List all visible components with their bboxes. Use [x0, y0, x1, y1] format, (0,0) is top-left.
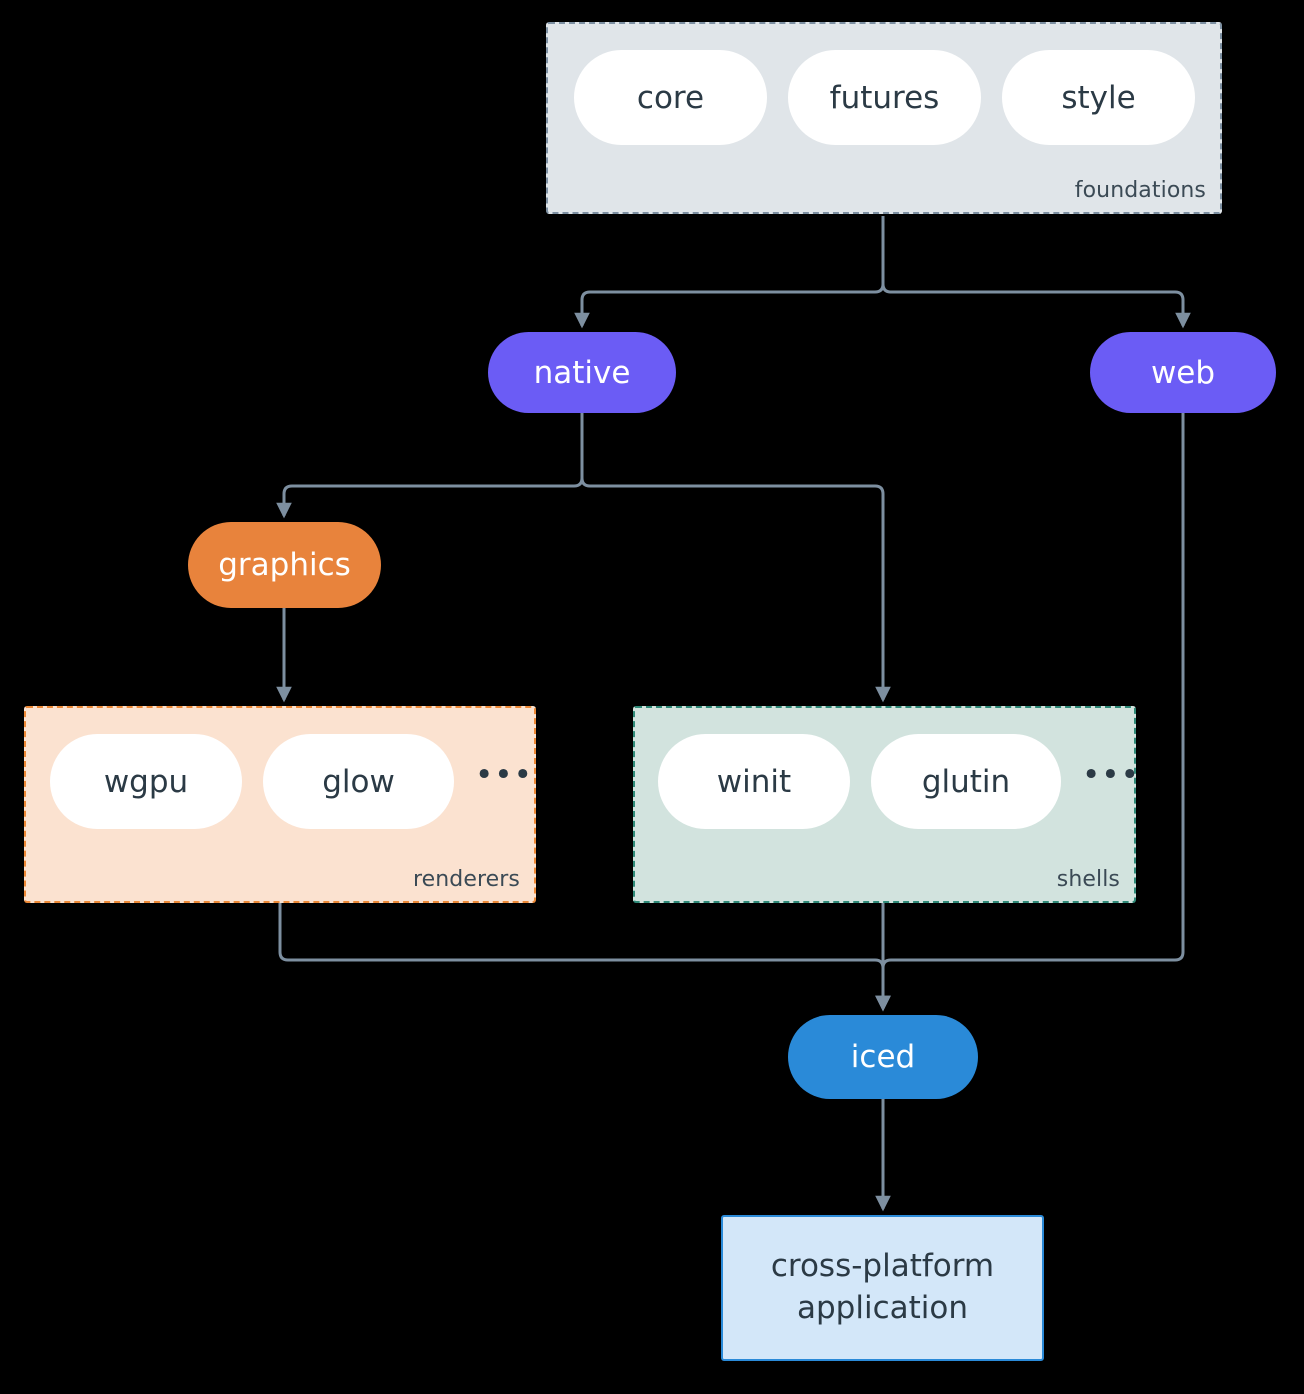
edge-foundations-web: [881, 216, 1191, 329]
app-label-line1: cross-platform: [770, 1248, 995, 1285]
renderers-item-glow[interactable]: glow: [263, 734, 454, 829]
foundations-item-core[interactable]: core: [574, 50, 767, 145]
renderers-more-ellipsis: •••: [475, 757, 533, 794]
group-foundations: core futures style foundations: [546, 22, 1222, 214]
edge-foundations-native: [574, 216, 885, 329]
group-renderers: wgpu glow ••• renderers: [24, 706, 536, 903]
edge-native-shells: [580, 413, 891, 703]
node-native[interactable]: native: [488, 332, 676, 413]
foundations-item-style[interactable]: style: [1002, 50, 1195, 145]
node-cross-platform-application[interactable]: cross-platform application: [721, 1215, 1044, 1361]
group-label-foundations: foundations: [1074, 178, 1206, 203]
renderers-item-row: wgpu glow •••: [50, 734, 533, 829]
edge-native-graphics: [276, 413, 584, 519]
group-label-shells: shells: [1056, 867, 1120, 892]
renderers-item-wgpu[interactable]: wgpu: [50, 734, 242, 829]
shells-more-ellipsis: •••: [1082, 757, 1140, 794]
group-shells: winit glutin ••• shells: [633, 706, 1139, 903]
node-iced[interactable]: iced: [788, 1015, 978, 1099]
edge-renderers-iced: [278, 903, 891, 1012]
group-label-renderers: renderers: [412, 867, 520, 892]
shells-item-glutin[interactable]: glutin: [871, 734, 1061, 829]
shells-item-row: winit glutin •••: [658, 734, 1140, 829]
node-web[interactable]: web: [1090, 332, 1276, 413]
foundations-item-row: core futures style: [574, 50, 1195, 145]
app-label-line2: application: [797, 1290, 968, 1326]
foundations-item-futures[interactable]: futures: [788, 50, 981, 145]
node-graphics[interactable]: graphics: [188, 522, 381, 608]
shells-item-winit[interactable]: winit: [658, 734, 850, 829]
